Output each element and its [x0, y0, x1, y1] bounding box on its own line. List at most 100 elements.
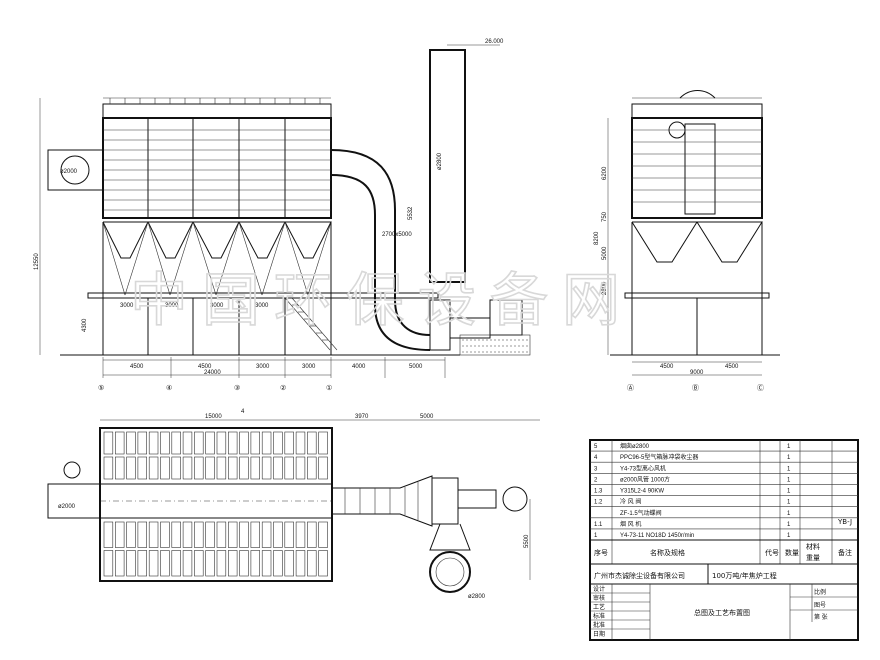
plan-inlet-label: ø2000 [58, 504, 76, 510]
bag-cell [182, 550, 193, 577]
tb-sign-grid [590, 584, 858, 640]
bag-cell [205, 521, 215, 548]
tb-row-qty: 1 [787, 455, 791, 461]
tb-row-no: 4 [594, 455, 598, 461]
tb-h-no: 序号 [594, 548, 608, 557]
bag-cell [295, 431, 306, 455]
tb-h-code: 代号 [765, 548, 779, 557]
hopper-cross-bracing [102, 221, 332, 296]
bay-dim-3: 3000 [256, 364, 270, 370]
bag-cell [137, 521, 147, 548]
bag-cell [115, 431, 125, 455]
bag-cell [182, 521, 193, 548]
tb-role-1: 设计 [593, 585, 605, 593]
side-body [631, 117, 763, 219]
bag-cell [239, 456, 249, 480]
tb-h-weight: 重量 [806, 554, 820, 562]
side-hoppers [631, 221, 763, 263]
tb-role-5: 批准 [593, 621, 605, 629]
duct-height: 5532 [408, 206, 414, 220]
tb-side-3: 第 张 [814, 613, 828, 621]
bag-cell [216, 431, 227, 455]
tb-row-name: PPC96-5型气箱脉冲袋收尘器 [620, 453, 698, 461]
roof-rail [102, 103, 332, 119]
tb-row-qty: 1 [787, 511, 791, 517]
bag-cell [182, 456, 193, 480]
axis-4: ④ [166, 384, 172, 392]
side-platform [624, 292, 770, 299]
bag-cell [171, 431, 181, 455]
tb-row-qty: 1 [787, 533, 791, 539]
tb-row-name: Y4-73型离心风机 [620, 464, 666, 472]
tb-role-3: 工艺 [593, 603, 605, 611]
side-columns [631, 222, 763, 355]
bag-cell [261, 521, 272, 548]
tb-role-4: 标准 [593, 612, 605, 620]
dim-base: 4300 [82, 318, 88, 332]
bag-cell [137, 456, 147, 480]
tb-row-name: 烟 风 机 [620, 520, 641, 528]
inlet-flange [60, 155, 90, 185]
plan-stack-inner [435, 557, 465, 587]
plan-stack-duct [429, 523, 471, 551]
bag-cell [307, 521, 317, 548]
tb-row-no: 1.3 [594, 489, 603, 495]
axis-a: Ⓐ [627, 384, 634, 392]
bag-cell [148, 521, 159, 548]
bag-cell [205, 431, 215, 455]
bay-dim-1: 4500 [130, 364, 144, 370]
bay-dim-4: 3000 [302, 364, 316, 370]
bag-cell [250, 456, 260, 480]
bag-cell [160, 550, 170, 577]
side-panel-lines [632, 129, 762, 203]
chamber-dividers [147, 118, 286, 218]
bag-cell [171, 521, 181, 548]
small-dim-3: 3000 [210, 303, 224, 309]
plan-callout: 4 [241, 409, 245, 415]
tb-drawing-title: 总图及工艺布置图 [694, 608, 750, 617]
bag-cell [284, 550, 294, 577]
plan-dim-stack: 5500 [524, 534, 530, 548]
tb-row-qty: 1 [787, 489, 791, 495]
tb-remark-code: YB-J [837, 518, 852, 526]
bag-cell [205, 550, 215, 577]
bag-cell [228, 431, 238, 455]
inlet-pipe [47, 149, 104, 191]
bag-cell [148, 431, 159, 455]
bag-cell [261, 550, 272, 577]
tb-row-qty: 1 [787, 466, 791, 472]
tb-role-6: 日期 [593, 630, 605, 638]
small-dim-4: 3000 [255, 303, 269, 309]
bag-cell [194, 456, 204, 480]
tb-h-material: 材料 [806, 542, 820, 551]
bag-cell [137, 431, 147, 455]
bag-cell [103, 521, 114, 548]
bag-cell [228, 456, 238, 480]
tb-row-name: ø2000风管 1000方 [620, 475, 670, 483]
bag-cell [194, 431, 204, 455]
bag-cell [250, 521, 260, 548]
bag-cell [137, 550, 147, 577]
bay-dim-ticks [102, 357, 446, 378]
bag-cell [194, 550, 204, 577]
plan-motor [502, 486, 528, 512]
platform [87, 292, 439, 299]
support-columns [102, 222, 332, 355]
fan-foundation [459, 334, 531, 356]
hoppers [102, 217, 332, 259]
bag-cell [126, 431, 136, 455]
bag-cell [115, 521, 125, 548]
bag-cell [318, 456, 328, 480]
bag-cell [273, 431, 283, 455]
bag-cell [228, 550, 238, 577]
bag-cell [307, 431, 317, 455]
bag-cell [216, 521, 227, 548]
tb-row-no: 1.2 [594, 500, 603, 506]
side-bay-2: 4500 [725, 364, 739, 370]
side-dim-4: 2800 [602, 281, 608, 295]
outlet-duct-inner [330, 174, 431, 351]
plan-inlet-valve [63, 461, 81, 479]
tb-company: 广州市杰诚除尘设备有限公司 [594, 571, 685, 580]
